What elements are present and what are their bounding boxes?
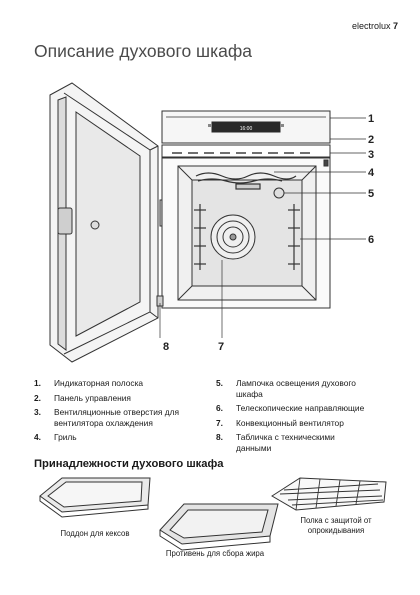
- brand-name: electrolux: [351, 21, 391, 31]
- legend-item-6: 6.Телескопические направляющие: [216, 403, 365, 413]
- callout-4: 4: [368, 167, 375, 179]
- callout-5: 5: [368, 188, 374, 200]
- cake-tray-image: [39, 477, 151, 518]
- legend-item-7: 7.Конвекционный вентилятор: [216, 418, 344, 428]
- callout-6: 6: [368, 234, 374, 246]
- grill-element: [195, 172, 297, 190]
- page-number: 7: [392, 21, 398, 31]
- legend-item-3: 3.Вентиляционные отверстия для вентилято…: [34, 407, 180, 428]
- display-time: 16:00: [240, 126, 253, 132]
- caption-drip-pan: Противень для сбора жира: [165, 549, 265, 558]
- wire-shelf-image: [271, 477, 387, 511]
- legend-item-8: 8.Табличка с техническими данными: [216, 432, 335, 453]
- drip-pan-image: [159, 503, 279, 551]
- callout-7: 7: [218, 341, 224, 353]
- accessories-title: Принадлежности духового шкафа: [34, 458, 224, 470]
- telescopic-runners: [194, 204, 300, 270]
- page-title: Описание духового шкафа: [34, 41, 252, 61]
- control-panel: [161, 110, 331, 144]
- cooling-vents: [161, 144, 331, 158]
- callout-8: 8: [163, 341, 169, 353]
- oven-lamp: [273, 187, 285, 199]
- callout-1: 1: [368, 113, 374, 125]
- convection-fan: [210, 214, 256, 260]
- legend-item-5: 5.Лампочка освещения духового шкафа: [216, 378, 356, 399]
- legend-item-1: 1.Индикаторная полоска: [34, 378, 144, 388]
- callout-3: 3: [368, 149, 374, 161]
- oven-door: [49, 82, 167, 363]
- page-header: electrolux 7: [352, 21, 398, 31]
- callout-2: 2: [368, 134, 374, 146]
- caption-wire-shelf: Полка с защитой от опрокидывания: [300, 516, 372, 535]
- legend-item-2: 2.Панель управления: [34, 393, 131, 403]
- legend-item-4: 4.Гриль: [34, 432, 77, 442]
- caption-cake-tray: Поддон для кексов: [60, 529, 130, 538]
